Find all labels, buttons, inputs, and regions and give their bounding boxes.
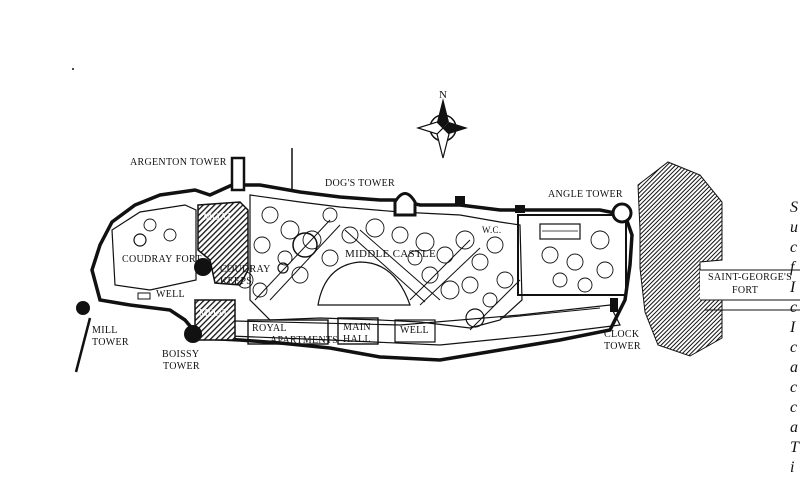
label-mill-tower-line2: TOWER — [92, 337, 129, 348]
label-main-hall-line2: HALL — [343, 334, 371, 345]
margin-letter: T — [790, 439, 799, 456]
label-angle-tower: ANGLE TOWER — [548, 189, 623, 200]
coudray-keep-tower — [194, 258, 212, 276]
road-gap — [700, 270, 800, 300]
label-coudray-keeps-line1: COUDRAY — [220, 264, 271, 275]
label-mill-tower-line1: MILL — [92, 325, 118, 336]
margin-letter: c — [790, 399, 798, 416]
label-boissy-tower-line2: TOWER — [163, 361, 200, 372]
label-moat-north: MOAT — [203, 212, 233, 223]
compass-rose-icon — [416, 98, 468, 159]
label-well-east: WELL — [400, 325, 429, 336]
boissy-tower — [184, 325, 202, 343]
mill-wall — [74, 317, 92, 373]
label-argenton-tower: ARGENTON TOWER — [130, 157, 227, 168]
label-clock-tower-line1: CLOCK — [604, 329, 640, 340]
label-well-west: WELL — [156, 289, 185, 300]
label-royal-line2: APARTMENTS — [270, 335, 338, 346]
label-dogs-tower: DOG'S TOWER — [325, 178, 395, 189]
stray-dot — [72, 68, 74, 70]
margin-letter: a — [790, 359, 798, 376]
label-coudray-keeps-line2: KEEPS — [220, 276, 252, 287]
margin-letter: I — [790, 279, 796, 296]
label-saint-georges-line1: SAINT-GEORGE'S — [708, 272, 792, 283]
margin-letter: c — [790, 379, 798, 396]
east-building — [539, 223, 581, 240]
label-middle-castle: MIDDLE CASTLE — [345, 248, 436, 260]
margin-letter: S — [790, 199, 798, 216]
main-hall — [337, 317, 379, 345]
label-clock-tower-line2: TOWER — [604, 341, 641, 352]
label-saint-georges-line2: FORT — [732, 285, 758, 296]
coudray-fort-wall — [111, 204, 197, 291]
clock-tower — [610, 298, 618, 312]
saint-georges-fort-area — [637, 161, 723, 357]
label-moat-south: MOAT — [199, 308, 229, 319]
margin-letter: I — [790, 319, 796, 336]
margin-letter: f — [790, 259, 795, 276]
pond-marker — [277, 262, 289, 274]
margin-letter: c — [790, 299, 798, 316]
trees-group — [143, 206, 614, 308]
royal-apartments — [247, 319, 329, 345]
dogs-tower — [393, 192, 417, 217]
well-east-marker — [465, 308, 485, 328]
east-court-wall — [517, 214, 627, 296]
castle-inner-wall — [249, 194, 523, 329]
margin-letter: u — [790, 219, 798, 236]
margin-letter: i — [790, 459, 795, 476]
well-east-building — [394, 319, 436, 343]
well-west-marker — [137, 292, 151, 300]
moat-north-area — [197, 201, 249, 286]
label-main-hall-line1: MAIN — [343, 322, 371, 333]
middle-castle-lawn — [317, 261, 411, 306]
roundabout — [292, 232, 318, 258]
compass-north-label: N — [439, 89, 447, 101]
label-boissy-tower-line1: BOISSY — [162, 349, 199, 360]
south-terrace — [194, 304, 621, 346]
mill-tower — [76, 301, 90, 315]
margin-letter: c — [790, 239, 798, 256]
label-wc: W.C. — [482, 225, 501, 235]
label-royal-line1: ROYAL — [252, 323, 287, 334]
argenton-tower — [230, 156, 246, 192]
margin-letter: a — [790, 419, 798, 436]
margin-letter: c — [790, 339, 798, 356]
angle-tower — [611, 202, 633, 224]
